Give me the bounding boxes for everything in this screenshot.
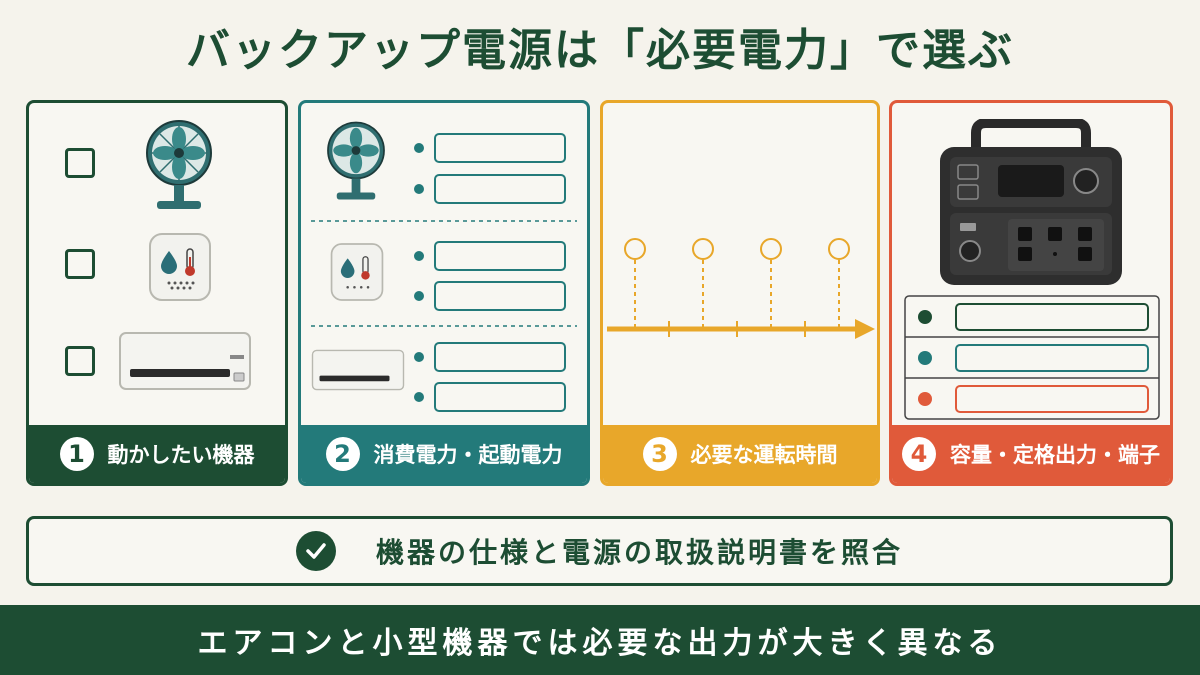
step-2-label: 消費電力・起動電力 (373, 443, 563, 467)
fan-icon (327, 121, 385, 200)
step-1-label: 動かしたい機器 (107, 443, 255, 467)
aircon-checkbox[interactable] (65, 346, 95, 376)
timeline-arrow-icon (607, 238, 875, 339)
portable-power-station-icon (940, 119, 1122, 285)
step-2-label-bar: 2 消費電力・起動電力 (301, 425, 587, 483)
air-conditioner-icon (119, 332, 251, 390)
step-card-2: 2 消費電力・起動電力 (298, 100, 590, 486)
step-4-label-bar: 4 容量・定格出力・端子 (892, 425, 1170, 483)
step-card-1: 1 動かしたい機器 (26, 100, 288, 486)
step-3-label: 必要な運転時間 (690, 443, 838, 467)
fan-checkbox[interactable] (65, 148, 95, 178)
spec-checklist (904, 295, 1160, 420)
step-card-4: 4 容量・定格出力・端子 (889, 100, 1173, 486)
step-3-number: 3 (642, 437, 677, 471)
footer-note: エアコンと小型機器では必要な出力が大きく異なる (0, 605, 1200, 675)
thermometer-checkbox[interactable] (65, 249, 95, 279)
page-title: バックアップ電源は「必要電力」で選ぶ (186, 25, 1014, 76)
step-1-number: 1 (59, 437, 94, 471)
thermo-hygrometer-icon (149, 233, 211, 301)
verification-banner: 機器の仕様と電源の取扱説明書を照合 (26, 516, 1173, 586)
step-card-3: 3 必要な運転時間 (600, 100, 880, 486)
step-1-label-bar: 1 動かしたい機器 (29, 425, 285, 483)
fan-icon (146, 120, 212, 209)
power-spec-fields (311, 133, 577, 412)
verification-text: 機器の仕様と電源の取扱説明書を照合 (375, 536, 903, 569)
step-4-number: 4 (902, 437, 936, 471)
step-4-label: 容量・定格出力・端子 (950, 443, 1160, 467)
air-conditioner-icon (311, 349, 405, 391)
thermo-hygrometer-icon (330, 243, 384, 301)
checkmark-icon (295, 531, 336, 571)
step-3-label-bar: 3 必要な運転時間 (603, 425, 877, 483)
step-2-number: 2 (325, 437, 360, 471)
